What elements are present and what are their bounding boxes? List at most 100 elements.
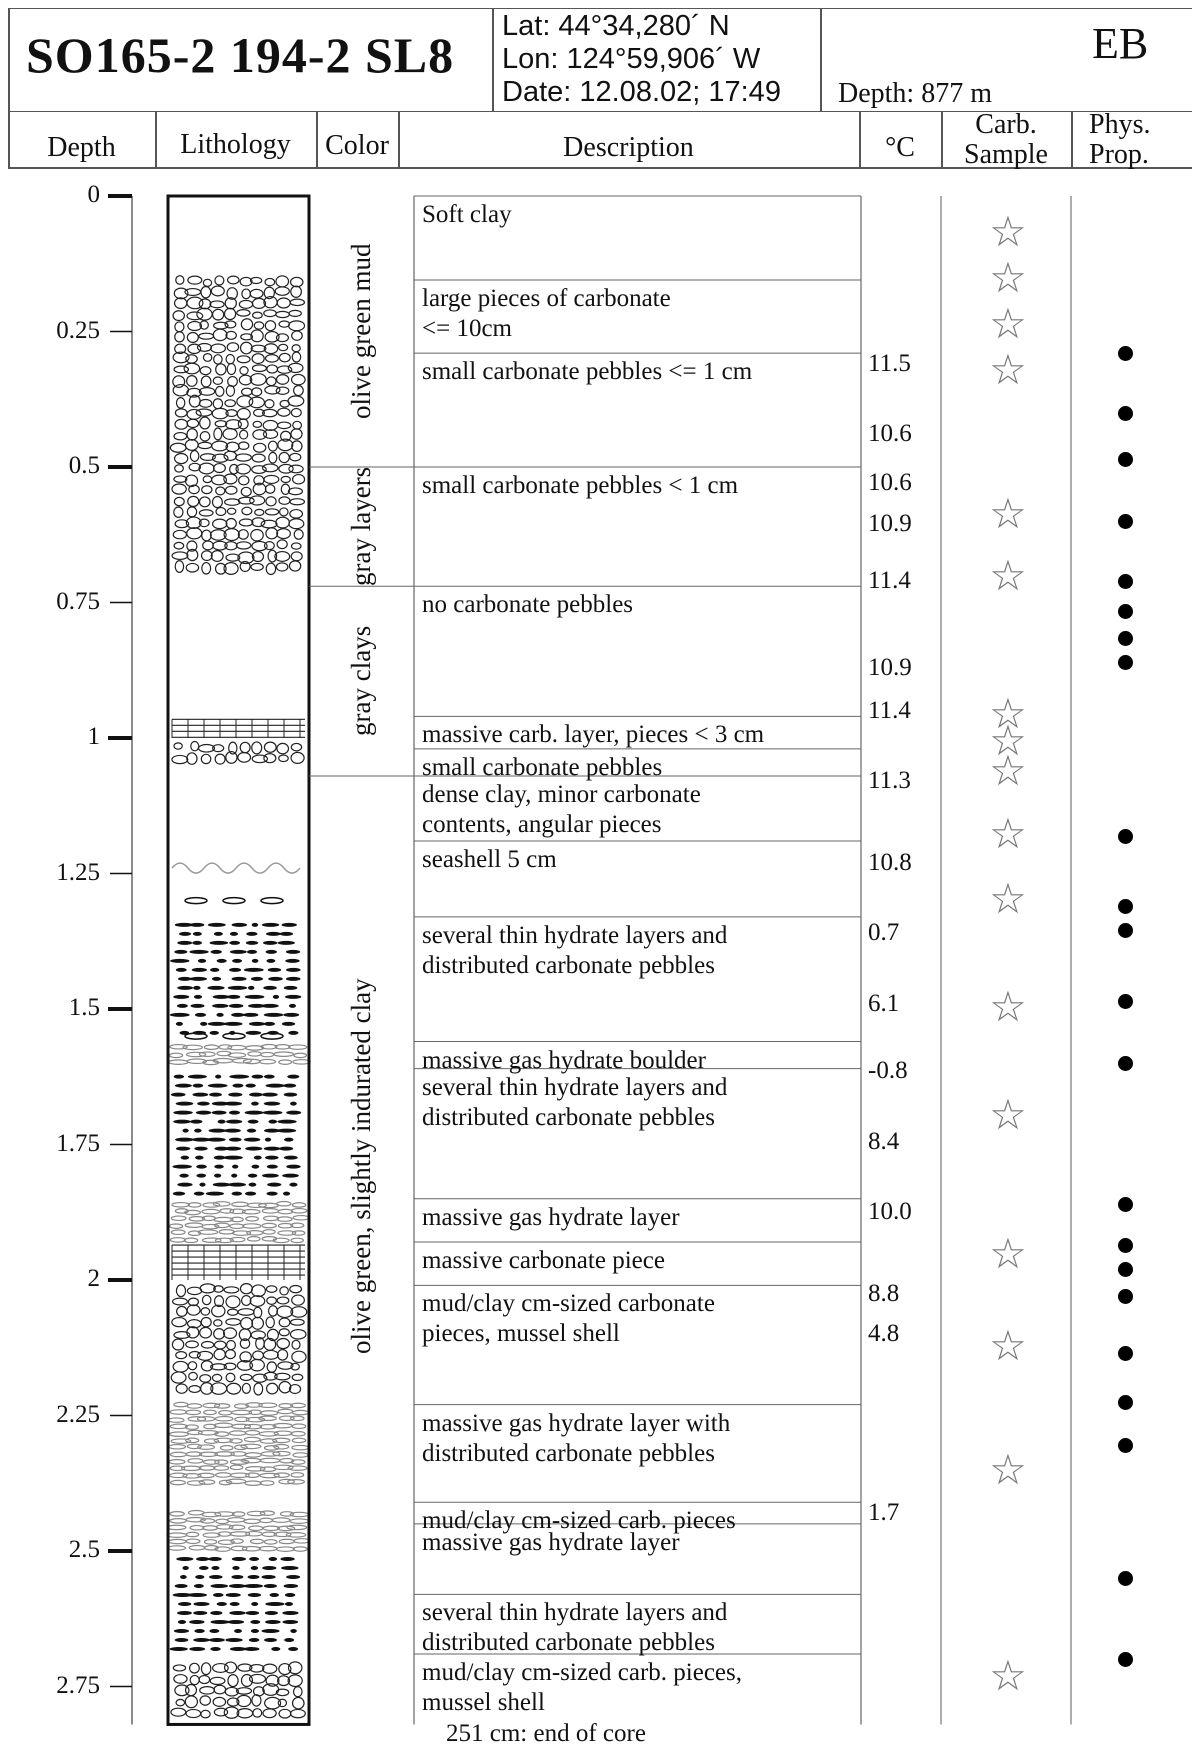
massive-hydrate-symbol <box>245 1216 259 1222</box>
hydrate-dash <box>263 985 277 990</box>
pebble-symbol <box>264 354 279 363</box>
massive-hydrate-symbol <box>257 1202 280 1209</box>
massive-hydrate-symbol <box>290 1237 304 1244</box>
massive-hydrate-symbol <box>240 1457 262 1464</box>
pebble-symbol <box>172 310 186 322</box>
hydrate-dash <box>282 1611 299 1615</box>
pebble-symbol <box>252 1708 263 1718</box>
pebble-symbol <box>240 1316 254 1330</box>
description-line: small carbonate pebbles < 1 cm <box>422 472 739 499</box>
pebble-symbol <box>236 1694 252 1708</box>
pebble-symbol <box>264 330 280 343</box>
pebble-symbol <box>174 1684 190 1697</box>
pebble-symbol <box>213 1319 223 1327</box>
hydrate-dash <box>170 1092 186 1097</box>
massive-hydrate-symbol <box>230 1545 248 1552</box>
massive-hydrate-symbol <box>249 1538 265 1545</box>
phys-header-line2: Prop. <box>1089 139 1149 170</box>
hydrate-dash <box>207 1021 227 1026</box>
hydrate-dash <box>231 1575 244 1579</box>
massive-hydrate-symbol <box>291 1230 306 1236</box>
pebble-symbol <box>291 1373 304 1382</box>
pebble-symbol <box>211 1304 226 1318</box>
massive-hydrate-symbol <box>169 1518 187 1524</box>
pebble-symbol <box>172 383 190 397</box>
description-line: mud/clay cm-sized carb. pieces <box>422 1507 736 1535</box>
pebble-symbol <box>289 452 302 462</box>
massive-hydrate-symbol <box>245 1472 260 1478</box>
massive-hydrate-symbol <box>197 1429 219 1436</box>
pebble-symbol <box>251 1694 262 1707</box>
hydrate-dash <box>263 1584 278 1588</box>
pebble-symbol <box>253 1306 263 1319</box>
pebble-symbol <box>240 1673 254 1688</box>
phys-header-line1: Phys. <box>1089 109 1151 140</box>
hydrate-dash <box>212 1182 231 1187</box>
pebble-symbol <box>288 320 306 332</box>
pebble-symbol <box>289 1284 303 1294</box>
pebble-symbol <box>278 463 294 474</box>
hydrate-dash <box>261 1629 280 1633</box>
hydrate-dash <box>246 949 258 954</box>
massive-hydrate-symbol <box>202 1525 219 1531</box>
hydrate-dash <box>227 985 248 990</box>
pebble-symbol <box>251 453 266 463</box>
massive-hydrate-symbol <box>259 1438 278 1444</box>
pebble-symbol <box>185 516 202 530</box>
description-line: distributed carbonate pebbles <box>422 951 715 979</box>
hydrate-dash <box>172 1191 186 1196</box>
massive-hydrate-symbol <box>183 1237 199 1244</box>
massive-hydrate-symbol <box>292 1546 308 1552</box>
hydrate-dash <box>264 1137 272 1142</box>
pebble-symbol <box>199 320 209 330</box>
pebble-symbol <box>263 309 277 318</box>
hydrate-dash <box>288 1030 299 1035</box>
massive-hydrate-symbol <box>273 1464 294 1471</box>
phys-prop-dot <box>1118 1056 1133 1072</box>
hydrate-dash <box>224 1128 241 1133</box>
pebble-symbol <box>214 753 226 765</box>
pebble-symbol <box>200 1307 211 1316</box>
pebble-symbol <box>291 1350 307 1364</box>
phys-prop-dot <box>1118 1346 1133 1362</box>
massive-hydrate-symbol <box>258 1545 278 1552</box>
pebble-symbol <box>290 373 306 386</box>
temperature-value: 10.0 <box>868 1198 912 1226</box>
pebble-symbol <box>173 365 190 374</box>
phys-prop-dot <box>1118 1237 1133 1253</box>
pebble-symbol <box>214 420 228 428</box>
massive-hydrate-symbol <box>245 1530 263 1537</box>
pebble-symbol <box>186 1326 200 1339</box>
pebble-symbol <box>236 309 251 317</box>
hydrate-dash <box>193 1602 210 1606</box>
hydrate-dash <box>283 1155 298 1160</box>
massive-hydrate-symbol <box>273 1430 293 1437</box>
massive-hydrate-symbol <box>291 1202 307 1208</box>
color-unit-label: gray clays <box>346 625 376 737</box>
massive-hydrate-symbol <box>219 1445 234 1451</box>
hydrate-dash <box>174 922 194 927</box>
hydrate-dash <box>173 1119 191 1124</box>
hydrate-dash <box>285 976 301 981</box>
massive-hydrate-symbol <box>183 1209 202 1216</box>
hydrate-dash <box>227 1620 245 1624</box>
pebble-symbol <box>213 1684 227 1695</box>
pebble-symbol <box>175 1284 187 1298</box>
massive-hydrate-symbol <box>168 1223 184 1229</box>
massive-hydrate-symbol <box>261 1222 277 1229</box>
pebble-symbol <box>261 408 278 418</box>
pebble-symbol <box>234 453 252 462</box>
pebble-symbol <box>278 451 290 464</box>
pebble-symbol <box>212 744 225 753</box>
temperature-value: 10.6 <box>868 420 912 448</box>
massive-hydrate-symbol <box>202 1202 221 1208</box>
hydrate-dash <box>284 994 302 999</box>
pebble-symbol <box>291 1696 305 1710</box>
hydrate-dash <box>177 1611 192 1615</box>
massive-hydrate-symbol <box>260 1043 278 1050</box>
hydrate-dash <box>283 985 298 990</box>
massive-hydrate-symbol <box>215 1518 230 1525</box>
pebble-symbol <box>278 1380 292 1394</box>
massive-hydrate-symbol <box>286 1524 308 1531</box>
hydrate-dash <box>175 1137 194 1142</box>
